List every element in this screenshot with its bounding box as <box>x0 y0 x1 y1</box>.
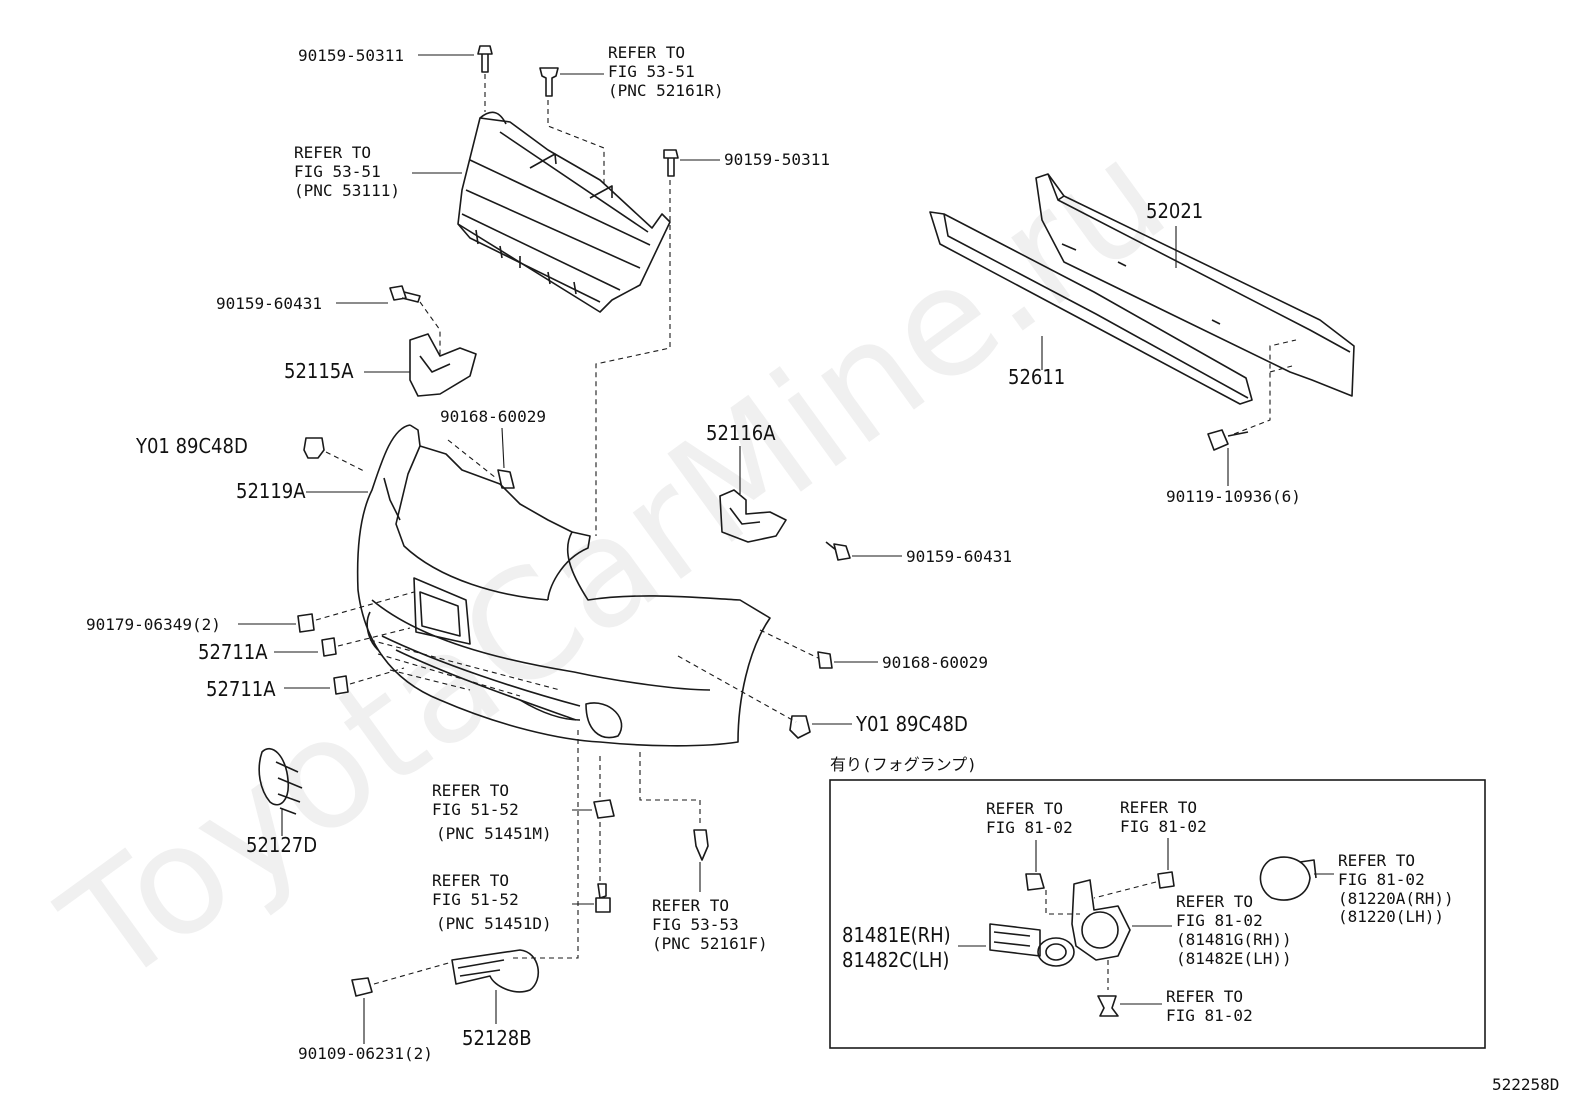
fog-cover-part <box>451 949 539 993</box>
bolt-icon <box>825 541 851 561</box>
refer-label: (PNC 53111) <box>294 181 400 200</box>
refer-label: FIG 53-53 <box>652 915 739 934</box>
part-label: 52116A <box>706 421 776 445</box>
refer-label: REFER TO <box>1166 987 1243 1006</box>
figure-code: 522258D <box>1492 1075 1559 1094</box>
clip-icon <box>693 829 709 861</box>
refer-label: (81481G(RH)) <box>1176 930 1292 949</box>
screw-icon <box>595 883 611 913</box>
clip-icon <box>333 675 349 695</box>
refer-label: REFER TO <box>1338 851 1415 870</box>
refer-label: REFER TO <box>432 781 509 800</box>
screw-icon <box>817 651 833 669</box>
refer-label: REFER TO <box>1120 798 1197 817</box>
clip-icon <box>789 715 811 739</box>
clip-icon <box>1025 873 1045 891</box>
fog-cover-part <box>258 747 303 815</box>
watermark: ToyotaCarMine.ru <box>33 108 1196 1020</box>
refer-label: FIG 51-52 <box>432 890 519 909</box>
part-label: 90119-10936(6) <box>1166 487 1301 506</box>
refer-label: REFER TO <box>986 799 1063 818</box>
refer-label: (81220A(RH)) <box>1338 889 1454 908</box>
part-label: 90159-50311 <box>298 46 404 65</box>
clip-icon <box>593 799 615 819</box>
refer-label: FIG 53-51 <box>608 62 695 81</box>
clip-icon <box>1097 995 1119 1017</box>
labels: 90159-50311 REFER TO FIG 53-51 (PNC 5216… <box>86 43 1559 1094</box>
refer-label: FIG 81-02 <box>986 818 1073 837</box>
part-label: 90179-06349(2) <box>86 615 221 634</box>
refer-label: REFER TO <box>294 143 371 162</box>
part-label: 52115A <box>284 359 354 383</box>
bolt-icon <box>351 977 373 997</box>
part-label: 90168-60029 <box>882 653 988 672</box>
part-label: 52611 <box>1008 365 1065 389</box>
part-label: 81482C(LH) <box>842 948 949 972</box>
refer-label: FIG 81-02 <box>1176 911 1263 930</box>
refer-label: (PNC 51451M) <box>436 824 552 843</box>
part-label: 90159-60431 <box>906 547 1012 566</box>
bracket-part <box>409 333 477 397</box>
fog-lamp-box <box>829 779 1486 1049</box>
part-label: 90159-50311 <box>724 150 830 169</box>
bolt-icon <box>477 45 493 73</box>
bolt-icon <box>1207 429 1249 451</box>
absorber-part <box>929 211 1253 405</box>
refer-label: (81482E(LH)) <box>1176 949 1292 968</box>
refer-label: FIG 81-02 <box>1166 1006 1253 1025</box>
fog-box-title: 有り(フォグランプ) <box>830 755 977 774</box>
refer-label: (81220(LH)) <box>1338 907 1444 926</box>
clip-icon <box>297 613 315 633</box>
part-label: 52021 <box>1146 199 1203 223</box>
screw-icon <box>497 469 515 489</box>
refer-label: REFER TO <box>1176 892 1253 911</box>
fog-ring-part <box>989 923 1075 967</box>
refer-label: (PNC 52161R) <box>608 81 724 100</box>
refer-label: FIG 81-02 <box>1338 870 1425 889</box>
refer-label: FIG 51-52 <box>432 800 519 819</box>
fog-lamp-part <box>1259 856 1317 901</box>
refer-label: REFER TO <box>652 896 729 915</box>
bolt-icon <box>389 285 421 303</box>
part-label: 90159-60431 <box>216 294 322 313</box>
refer-label: FIG 81-02 <box>1120 817 1207 836</box>
part-label: 81481E(RH) <box>842 923 951 947</box>
part-label: Y01 89C48D <box>855 712 968 736</box>
refer-label: REFER TO <box>432 871 509 890</box>
bracket-part <box>719 489 787 543</box>
refer-label: REFER TO <box>608 43 685 62</box>
refer-label: FIG 53-51 <box>294 162 381 181</box>
part-label: 52127D <box>246 833 317 857</box>
refer-label: (PNC 52161F) <box>652 934 768 953</box>
part-label: 52128B <box>462 1026 532 1050</box>
clip-icon <box>321 637 337 657</box>
clip-icon <box>303 437 325 459</box>
refer-label: (PNC 51451D) <box>436 914 552 933</box>
fog-lamp-bracket-part <box>1071 879 1131 961</box>
part-label: 52119A <box>236 479 306 503</box>
screw-icon <box>1157 871 1175 889</box>
part-label: Y01 89C48D <box>135 434 248 458</box>
bolt-icon <box>663 149 679 177</box>
grille-part <box>457 111 671 313</box>
reinforcement-part <box>1035 173 1355 397</box>
part-label: 52711A <box>206 677 276 701</box>
part-label: 90168-60029 <box>440 407 546 426</box>
part-label: 90109-06231(2) <box>298 1044 433 1063</box>
part-label: 52711A <box>198 640 268 664</box>
clip-icon <box>539 67 559 97</box>
bumper-cover-part <box>356 424 771 747</box>
